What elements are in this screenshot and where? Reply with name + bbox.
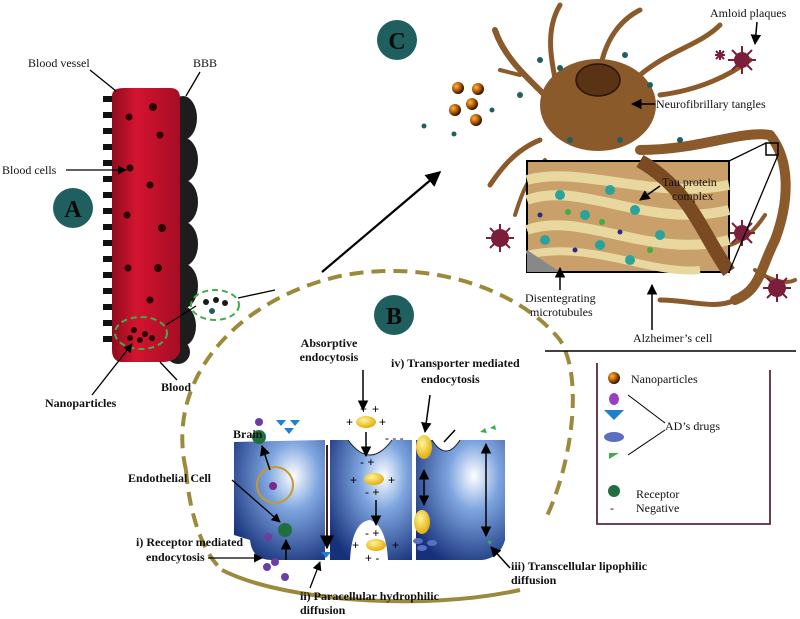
svg-text:- +: - + [365, 526, 379, 540]
label-nanoparticles: Nanoparticles [45, 396, 117, 410]
legend-receptor-icon [608, 485, 620, 497]
label-transcellular-1: iii) Transcellular lipophilic [511, 559, 648, 573]
label-blood-cells: Blood cells [2, 163, 57, 177]
svg-text:- +: - + [365, 485, 379, 499]
label-transporter-1: iv) Transporter mediated [391, 356, 520, 370]
legend: Nanoparticles AD’s drugs Receptor - Nega… [596, 363, 771, 525]
label-disintegrating-1: Disentegrating [525, 291, 596, 305]
legend-drug-purple-icon [609, 393, 619, 405]
label-paracellular-1: ii) Paracellular hydrophilic [300, 589, 440, 603]
legend-nanoparticles: Nanoparticles [631, 372, 698, 386]
legend-drug-triangle-icon [604, 410, 624, 420]
panel-a-badge [53, 188, 93, 228]
label-bbb: BBB [193, 56, 217, 70]
svg-text:+ -: + - [365, 551, 379, 565]
label-blood-vessel: Blood vessel [28, 56, 90, 70]
label-absorptive-1: Absorptive [301, 336, 358, 350]
label-blood: Blood [161, 380, 191, 394]
arrow-to-panel-c [321, 171, 442, 273]
label-transporter-2: endocytosis [421, 372, 480, 386]
label-endothelial: Endothelial Cell [128, 471, 212, 485]
svg-text:+: + [346, 415, 353, 429]
panel-a: A Blood vessel BBB Blood cells Nanoparti… [2, 56, 276, 410]
vessel-edge [103, 96, 112, 342]
nanoparticle-cluster-bbb [190, 289, 240, 321]
label-tangles: Neurofibrillary tangles [656, 97, 766, 111]
svg-text:- +: - + [360, 455, 374, 469]
label-transcellular-2: diffusion [511, 573, 557, 587]
endothelial-cells [234, 439, 505, 560]
label-amyloid: Amloid plaques [710, 6, 787, 20]
blood-vessel [112, 88, 180, 362]
brain-membrane-bottom [221, 568, 521, 604]
panel-b: B ++++ - - -- +++- + ++- [128, 268, 648, 617]
neuron-soma [540, 59, 656, 151]
label-tau-2: complex [672, 189, 713, 203]
svg-text:- - -: - - - [385, 431, 404, 445]
label-brain: Brain [233, 427, 263, 441]
label-paracellular-2: diffusion [300, 603, 346, 617]
panel-c: C [377, 2, 797, 352]
svg-text:+: + [352, 538, 359, 552]
svg-text:+: + [379, 415, 386, 429]
panel-b-letter: B [386, 304, 402, 330]
svg-text:+: + [372, 402, 379, 416]
label-absorptive-2: endocytosis [300, 350, 359, 364]
neuron-nucleus [575, 63, 621, 97]
panel-c-badge [377, 20, 417, 60]
brain-membrane [180, 268, 575, 521]
svg-text:+: + [350, 473, 357, 487]
receptor-icons [252, 430, 292, 537]
panel-b-badge [374, 295, 414, 335]
blood-cells [123, 103, 166, 343]
label-alzheimers: Alzheimer’s cell [633, 331, 713, 345]
panel-c-letter: C [388, 29, 405, 55]
label-receptor-2: endocytosis [146, 550, 205, 564]
nanoparticle-cluster-vessel [114, 316, 168, 350]
label-tau-1: Tau protein [662, 175, 717, 189]
floating-nanoparticles [421, 82, 495, 137]
legend-nanoparticle-icon [608, 372, 620, 384]
legend-drug-green-icon [609, 453, 619, 459]
legend-negative-symbol: - [610, 501, 614, 515]
legend-drug-oval-icon [604, 432, 624, 442]
svg-text:+: + [388, 473, 395, 487]
panel-a-letter: A [64, 197, 82, 223]
endosome [256, 466, 294, 504]
label-receptor-1: i) Receptor mediated [136, 535, 243, 549]
legend-negative: Negative [636, 501, 679, 515]
legend-drugs: AD’s drugs [665, 419, 720, 433]
legend-receptor: Receptor [636, 487, 679, 501]
svg-text:+: + [392, 538, 399, 552]
label-disintegrating-2: microtubules [530, 305, 593, 319]
